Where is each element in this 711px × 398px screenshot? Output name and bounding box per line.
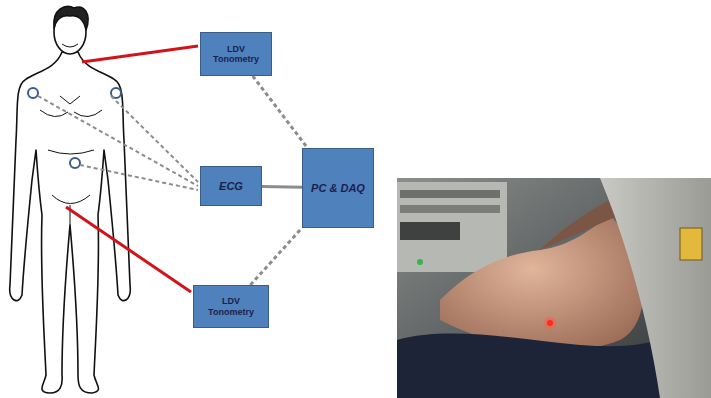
photo	[397, 178, 711, 398]
sensor-box: LDV Tonometry	[193, 285, 269, 328]
box-label: LDV Tonometry	[198, 296, 264, 317]
daq-box: PC & DAQ	[302, 148, 374, 228]
box-label: PC & DAQ	[311, 182, 365, 195]
sensor-box: LDV Tonometry	[200, 32, 272, 76]
human-figure	[10, 7, 131, 393]
connector	[262, 185, 302, 189]
box-label: ECG	[219, 180, 243, 193]
ecg-box: ECG	[200, 166, 262, 206]
box-label: LDV Tonometry	[205, 44, 267, 65]
connector	[253, 76, 308, 148]
ecg-lead	[38, 96, 198, 190]
connector	[250, 228, 302, 285]
ecg-electrode	[28, 88, 121, 168]
laser-line	[66, 46, 198, 292]
